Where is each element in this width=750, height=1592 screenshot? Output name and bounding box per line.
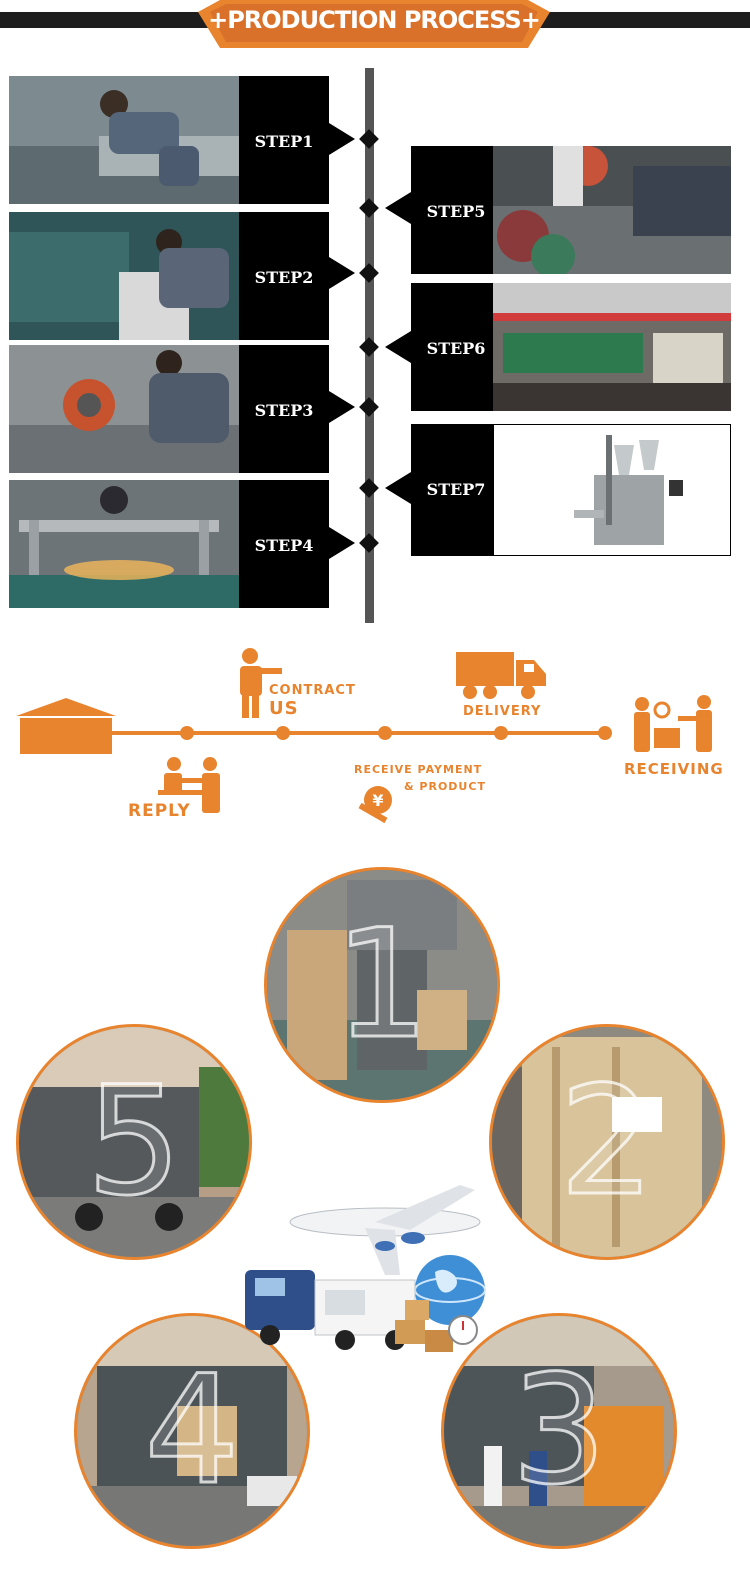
step-4: STEP4 (9, 480, 329, 608)
step-7-label: STEP7 (426, 480, 486, 499)
flow-node (494, 726, 508, 740)
reply-label: REPLY (128, 801, 191, 821)
flow-node (598, 726, 612, 740)
header-banner: +PRODUCTION PROCESS+ (198, 0, 550, 48)
step-4-arrow (329, 527, 355, 559)
step-7-label-box: STEP7 (411, 424, 501, 556)
shipping-number-3: 3 (510, 1343, 608, 1520)
transport-illustration (245, 1185, 486, 1352)
step-5-photo (493, 146, 731, 274)
timeline-node (359, 198, 379, 218)
step-6-photo (493, 283, 731, 411)
airplane-icon (289, 1185, 481, 1275)
step-4-label-box: STEP4 (239, 480, 329, 608)
timeline-node (359, 533, 379, 553)
receiving-label: RECEIVING (624, 760, 724, 778)
flow-node (378, 726, 392, 740)
timeline-node (359, 129, 379, 149)
step-3-label-box: STEP3 (239, 345, 329, 473)
flow-node (276, 726, 290, 740)
contract-label: CONTRACT (269, 683, 356, 698)
pointing-person-icon (240, 648, 282, 718)
shipping-photo-4: 4 (74, 1313, 310, 1549)
house-icon (16, 698, 116, 754)
truck-icon (245, 1270, 416, 1350)
contract-label-us: US (269, 698, 299, 719)
step-1-arrow (329, 123, 355, 155)
inspecting-people-icon (634, 695, 712, 752)
step-4-label: STEP4 (254, 536, 314, 555)
step-2-photo (9, 212, 239, 340)
timeline-node (359, 397, 379, 417)
step-7: STEP7 (411, 424, 731, 556)
shipping-number-4: 4 (143, 1343, 241, 1520)
timeline-node (359, 263, 379, 283)
step-7-photo (493, 424, 731, 556)
shipping-photo-5: 5 (16, 1024, 252, 1260)
shipping-photo-3: 3 (441, 1313, 677, 1549)
step-6-label: STEP6 (426, 339, 486, 358)
step-3-photo (9, 345, 239, 473)
step-3-label: STEP3 (254, 401, 314, 420)
timeline-node (359, 337, 379, 357)
step-7-arrow (385, 472, 411, 504)
step-2-label: STEP2 (254, 268, 314, 287)
step-1: STEP1 (9, 76, 329, 204)
page-title: +PRODUCTION PROCESS+ (208, 6, 541, 34)
shipping-number-2: 2 (558, 1054, 656, 1231)
step-3: STEP3 (9, 345, 329, 473)
step-3-arrow (329, 391, 355, 423)
step-1-label: STEP1 (254, 132, 314, 151)
step-5-label: STEP5 (426, 202, 486, 221)
step-2-arrow (329, 257, 355, 289)
timeline-node (359, 478, 379, 498)
step-1-label-box: STEP1 (239, 76, 329, 204)
yen-hand-icon: ¥ (358, 786, 392, 824)
flow-line (112, 731, 606, 735)
flow-node (180, 726, 194, 740)
step-2: STEP2 (9, 212, 329, 340)
step-6-label-box: STEP6 (411, 283, 501, 411)
shipping-photo-1: 1 (264, 867, 500, 1103)
step-2-label-box: STEP2 (239, 212, 329, 340)
step-6: STEP6 (411, 283, 731, 411)
truck-icon (456, 652, 546, 699)
receive-product-label: & PRODUCT (404, 780, 486, 793)
step-5-label-box: STEP5 (411, 146, 501, 274)
receive-payment-label: RECEIVE PAYMENT (354, 763, 483, 776)
shipping-photo-2: 2 (489, 1024, 725, 1260)
step-5-arrow (385, 192, 411, 224)
step-5: STEP5 (411, 146, 731, 274)
step-6-arrow (385, 331, 411, 363)
delivery-label: DELIVERY (463, 704, 542, 719)
step-1-photo (9, 76, 239, 204)
boxes-icon (395, 1300, 453, 1352)
globe-icon (414, 1255, 486, 1325)
svg-text:¥: ¥ (372, 791, 383, 810)
step-4-photo (9, 480, 239, 608)
shipping-number-1: 1 (333, 897, 431, 1074)
shipping-number-5: 5 (85, 1054, 183, 1231)
handshake-people-icon (158, 757, 220, 813)
stopwatch-icon (448, 1315, 478, 1345)
